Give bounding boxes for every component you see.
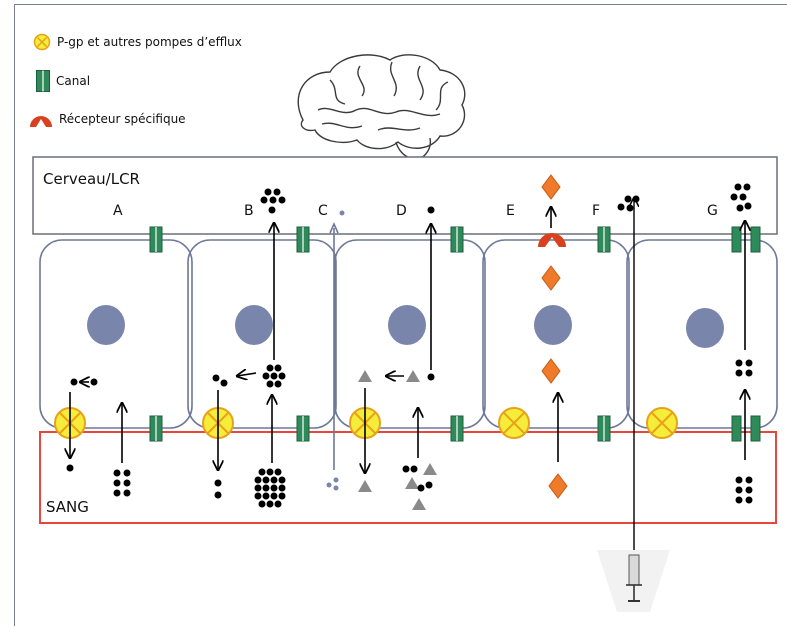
column-a-transport — [67, 379, 131, 497]
column-label-e: E — [506, 203, 515, 219]
legend-channel-label: Canal — [56, 74, 91, 88]
brain-icon — [297, 54, 466, 161]
channels-bottom — [149, 415, 761, 442]
legend-receptor-label: Récepteur spécifique — [59, 112, 186, 126]
cell-a — [39, 239, 193, 429]
cell-g — [626, 239, 778, 429]
nucleus — [686, 308, 724, 348]
column-label-b: B — [244, 203, 254, 219]
receptor-icon — [538, 233, 566, 247]
column-label-a: A — [113, 203, 123, 219]
column-f-transport — [617, 195, 640, 555]
legend-channel: Canal — [36, 70, 90, 92]
column-c-transport — [326, 210, 345, 491]
brain-compartment — [32, 156, 778, 235]
legend-receptor: Récepteur spécifique — [29, 110, 186, 128]
legend-pump-label: P-gp et autres pompes d’efflux — [57, 35, 242, 49]
brain-compartment-label: Cerveau/LCR — [43, 170, 140, 188]
nucleus — [388, 305, 426, 345]
figure-frame — [14, 4, 787, 626]
nucleus — [534, 305, 572, 345]
channels-top — [149, 226, 761, 253]
cell-d — [334, 239, 486, 429]
column-label-c: C — [318, 203, 328, 219]
receptor-icon — [30, 116, 52, 127]
blood-compartment-label: SANG — [46, 498, 89, 516]
column-b-transport — [213, 188, 286, 508]
column-label-f: F — [592, 203, 601, 219]
legend-pump: P-gp et autres pompes d’efflux — [33, 33, 242, 51]
blood-compartment — [39, 431, 777, 524]
cell-b — [187, 239, 337, 429]
column-label-d: D — [396, 203, 407, 219]
syringe-icon — [597, 550, 670, 612]
column-d-transport — [358, 206, 437, 510]
nucleus — [235, 305, 273, 345]
column-g-transport — [730, 183, 753, 504]
column-e-transport — [538, 174, 568, 499]
column-label-g: G — [707, 203, 718, 219]
channel-icon — [36, 70, 50, 92]
nucleus — [87, 305, 125, 345]
efflux-pump-icon — [33, 33, 51, 51]
